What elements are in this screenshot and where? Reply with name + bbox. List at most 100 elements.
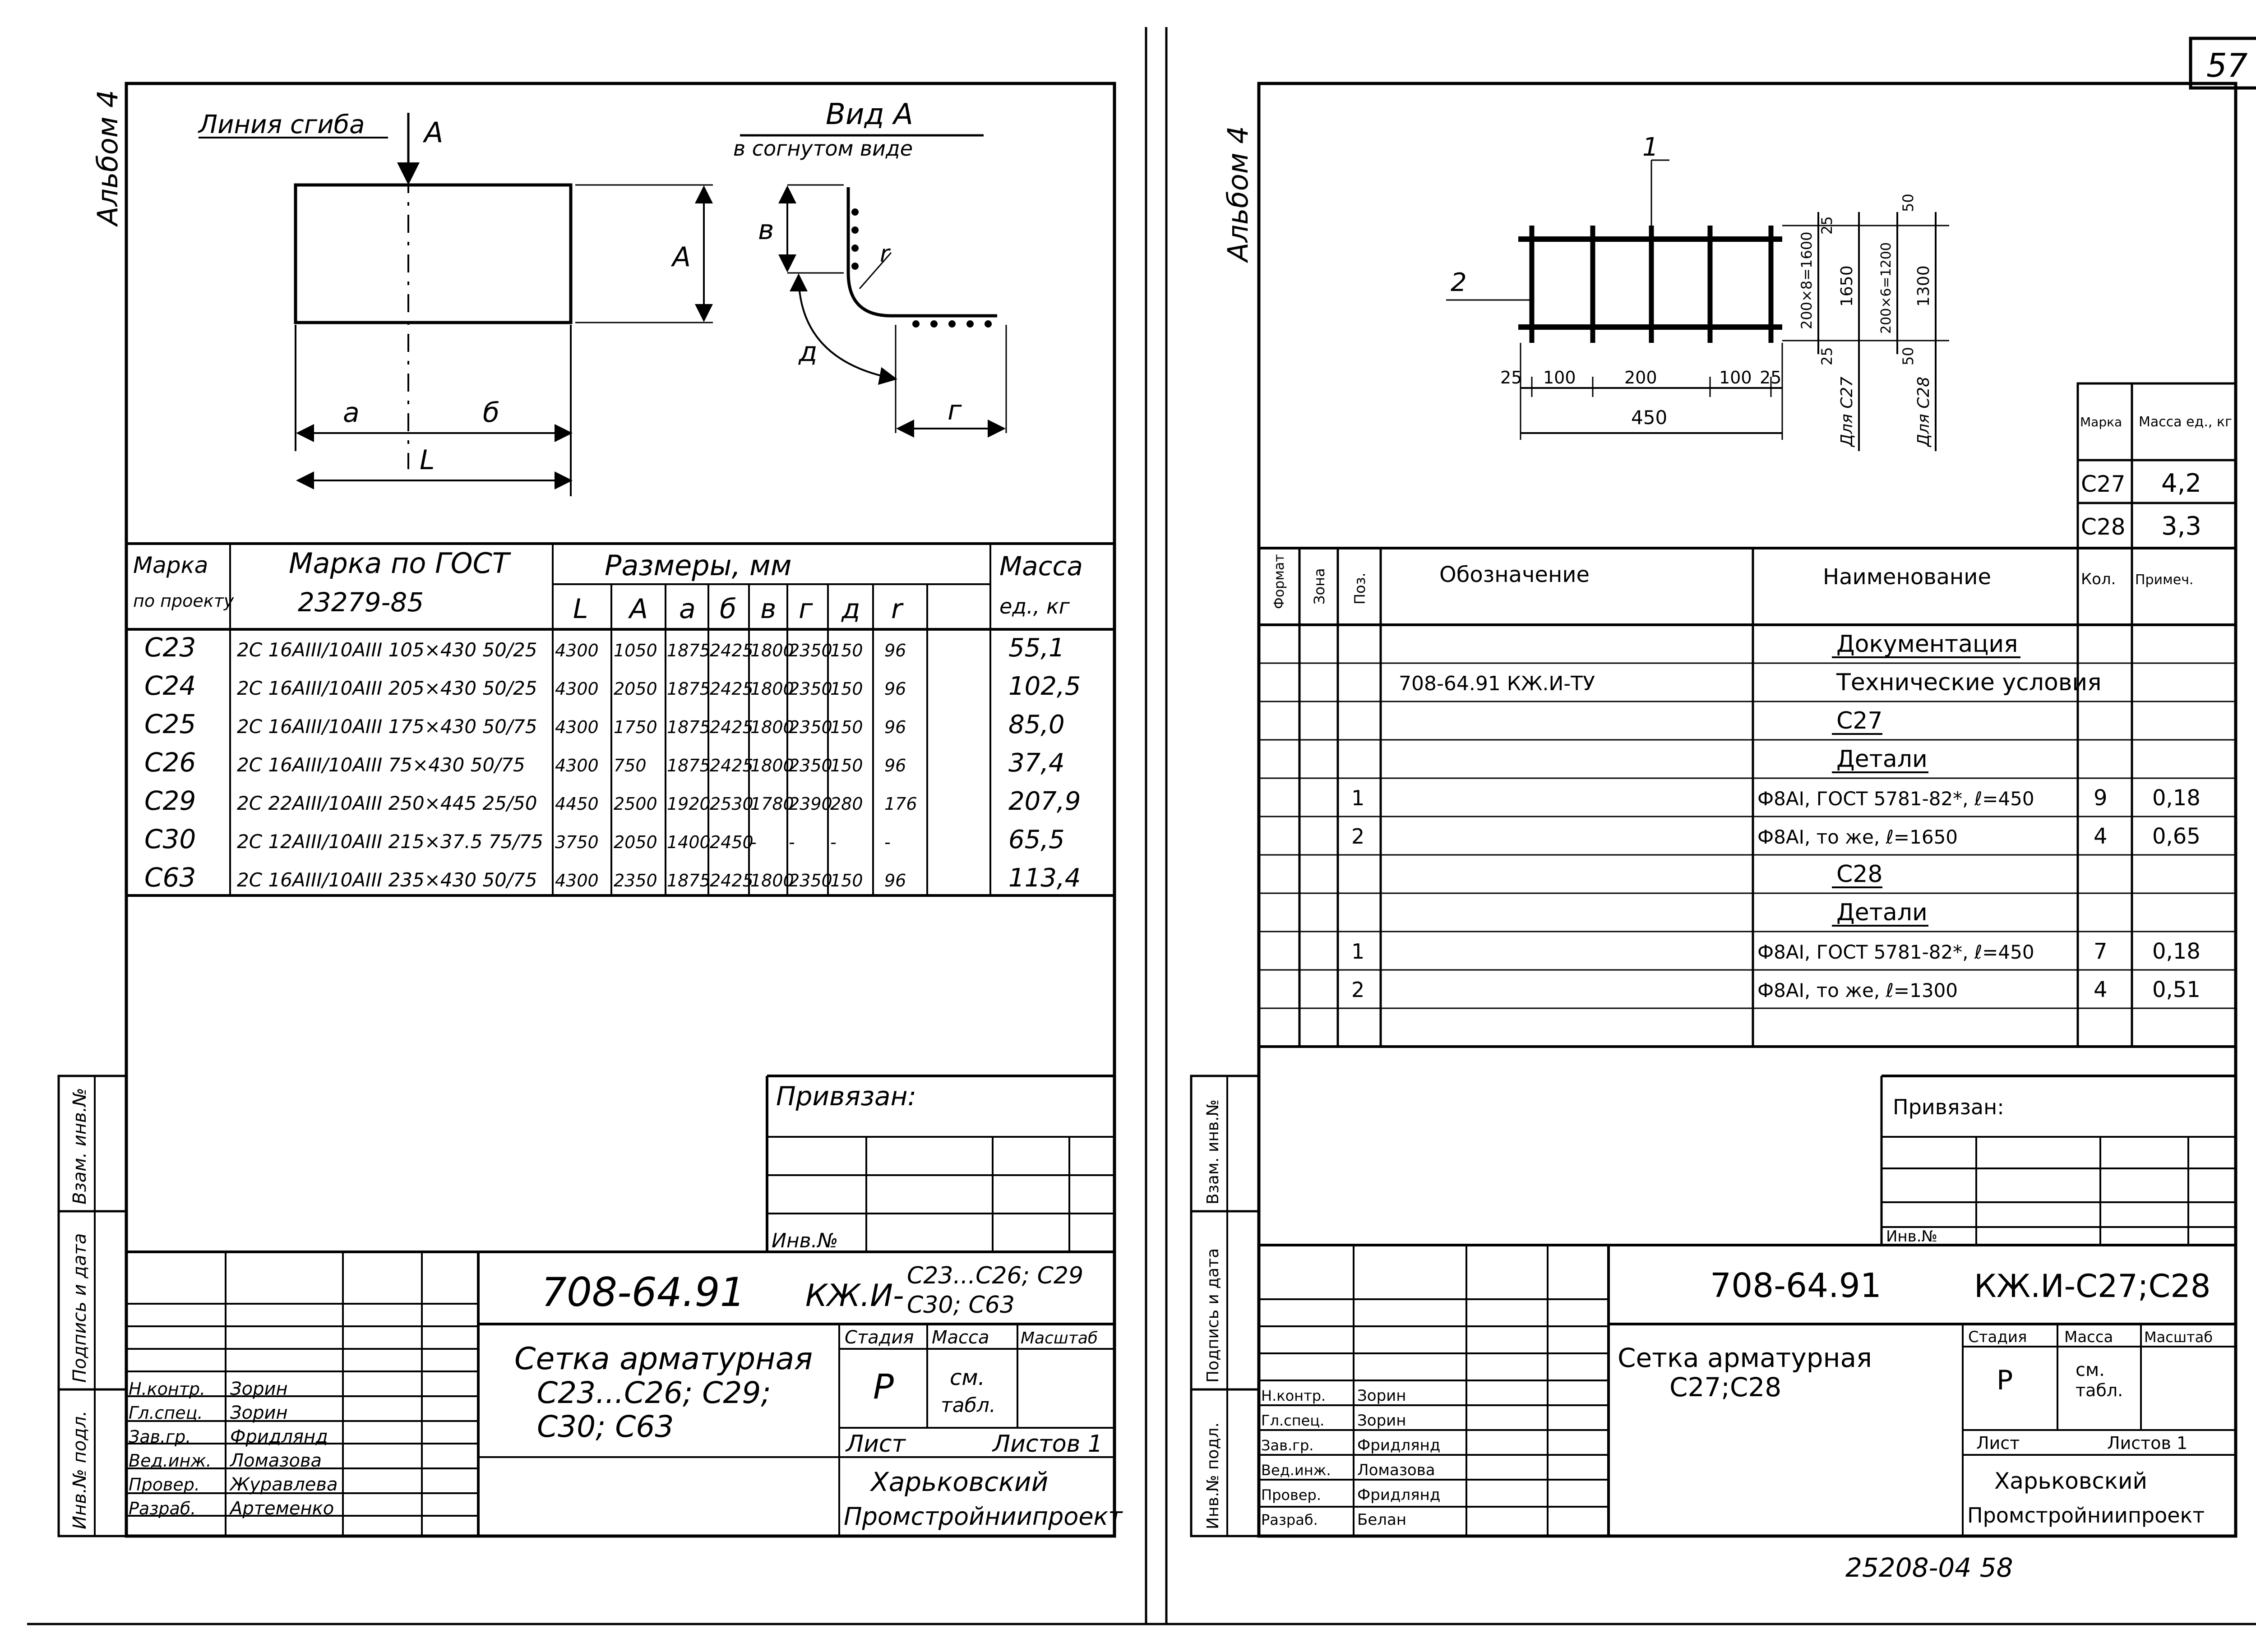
row-dim-value: 4300 [555, 641, 599, 660]
org-1-right: Харьковский [1994, 1468, 2147, 1494]
row-dim-value: 1875 [667, 871, 711, 891]
spec-pos: 1 [1351, 786, 1364, 810]
row-dim-value: 1875 [667, 641, 711, 660]
row-dim-value: 96 [884, 871, 906, 891]
dim-A: А [670, 241, 691, 273]
dim-450: 450 [1631, 406, 1667, 429]
th-dims: Размеры, мм [605, 549, 792, 582]
bottom-code: 25208-04 58 [1845, 1552, 2013, 1583]
side-vzam-inv-right: Взам. инв.№ [1204, 1099, 1222, 1204]
th-mass2: ед., кг [999, 594, 1070, 618]
spec-zone-header: Зона [1311, 568, 1328, 605]
arrow-label: А [422, 116, 443, 149]
spec-pos-header: Поз. [1351, 572, 1368, 605]
privyazan-label-right: Привязан: [1893, 1095, 2004, 1119]
th-mark2: по проекту [133, 591, 234, 611]
row-mass: 55,1 [1008, 633, 1065, 663]
row-dim-value: 4300 [555, 679, 599, 699]
role-name-right: Ломазова [1357, 1461, 1435, 1479]
spec-name: Документация [1836, 631, 2018, 658]
dim-b: б [483, 397, 499, 429]
row-dim-value: 96 [884, 641, 906, 660]
for-c27: Для С27 [1838, 377, 1856, 448]
spec-qty-header: Кол. [2081, 570, 2116, 588]
role-label-right: Вед.инж. [1261, 1462, 1331, 1479]
dim-200x6: 200×6=1200 [1878, 242, 1894, 334]
row-dim-value: 1875 [667, 717, 711, 737]
dim-v: в [758, 214, 774, 246]
title-2: С23...С26; С29; [537, 1375, 771, 1410]
spec-note: 0,51 [2152, 977, 2201, 1002]
doc-code-mark-right: КЖ.И-С27;С28 [1974, 1268, 2210, 1305]
row-dim-value: 1800 [750, 679, 794, 699]
mass-row-mark: С28 [2081, 514, 2126, 540]
role-label: Н.контр. [129, 1379, 205, 1399]
row-dim-value: 176 [884, 794, 917, 814]
row-dim-value: - [830, 832, 837, 852]
spec-qty: 7 [2094, 939, 2108, 964]
row-mark: С26 [144, 747, 196, 778]
mass-table-mark-header: Марка [2080, 415, 2122, 429]
spec-name: Ф8АI, то же, ℓ=1650 [1757, 826, 1958, 848]
row-mark: С24 [144, 670, 196, 701]
dim-v25-a: 25 [1818, 216, 1835, 235]
row-dim-value: 2390 [789, 794, 832, 814]
row-dim-value: 2425 [710, 717, 754, 737]
row-gost: 2С 16АIII/10АIII 75×430 50/75 [237, 754, 525, 776]
role-name-right: Фридлянд [1357, 1486, 1440, 1504]
signature-roles: Н.контр.ЗоринГл.спец.ЗоринЗав.гр.Фридлян… [129, 1379, 338, 1519]
spec-note: 0,18 [2152, 939, 2201, 964]
row-dim-value: 2450 [710, 832, 754, 852]
role-name: Артеменко [229, 1498, 334, 1519]
right-stamp [1259, 1075, 2236, 1536]
row-dim-value: 750 [614, 756, 647, 775]
row-dim-value: 2425 [710, 756, 754, 775]
stage-value: Р [873, 1366, 894, 1407]
doc-code-mark: КЖ.И- [805, 1278, 904, 1314]
row-gost: 2С 22АIII/10АIII 250×445 25/50 [237, 792, 537, 814]
row-mark: С30 [144, 824, 196, 854]
role-label: Провер. [129, 1475, 200, 1495]
row-mass: 207,9 [1008, 787, 1081, 816]
row-dim-value: - [789, 832, 795, 852]
spec-pos: 2 [1351, 824, 1364, 849]
dim-25-a: 25 [1500, 368, 1522, 388]
mass-header: Масса [932, 1327, 989, 1348]
row-dim-value: 1800 [750, 641, 794, 660]
row-dim-value: 2350 [789, 717, 832, 737]
row-dim-value: 1400 [667, 832, 711, 852]
for-c28: Для С28 [1914, 377, 1933, 448]
role-label: Вед.инж. [129, 1451, 212, 1471]
bend-drawing [294, 113, 1007, 496]
row-dim-value: 4300 [555, 756, 599, 775]
row-dim-value: 2350 [789, 641, 832, 660]
row-dim-value: 96 [884, 756, 906, 775]
row-mark: С29 [144, 785, 196, 816]
row-dim-value: 1050 [614, 641, 657, 660]
dim-L: L [420, 444, 435, 476]
row-dim-value: 96 [884, 679, 906, 699]
row-dim-value: 1800 [750, 717, 794, 737]
row-mass: 102,5 [1008, 672, 1081, 701]
dim-200x8: 200×8=1600 [1798, 232, 1815, 330]
role-name-right: Белан [1357, 1511, 1406, 1529]
role-label-right: Гл.спец. [1261, 1412, 1324, 1429]
role-label: Разраб. [129, 1499, 196, 1518]
stage-header-right: Стадия [1968, 1328, 2027, 1346]
row-dim-value: 2500 [614, 794, 657, 814]
role-name: Ломазова [229, 1450, 322, 1471]
mass-header-right: Масса [2064, 1328, 2113, 1346]
role-name-right: Зорин [1357, 1387, 1406, 1405]
dim-v50-b: 50 [1900, 347, 1917, 365]
lists-header-right: Листов 1 [2107, 1433, 2187, 1453]
org-1: Харьковский [869, 1467, 1048, 1497]
mass-value-1-right: см. [2076, 1360, 2105, 1380]
row-dim-value: - [750, 832, 757, 852]
left-sheet: Альбом 4 [57, 82, 1123, 1538]
spec-note-header: Примеч. [2135, 572, 2193, 588]
scale-header: Масштаб [1021, 1329, 1098, 1347]
dim-col-header: в [760, 593, 776, 625]
th-mass: Масса [999, 551, 1083, 581]
row-dim-value: 2350 [789, 871, 832, 891]
